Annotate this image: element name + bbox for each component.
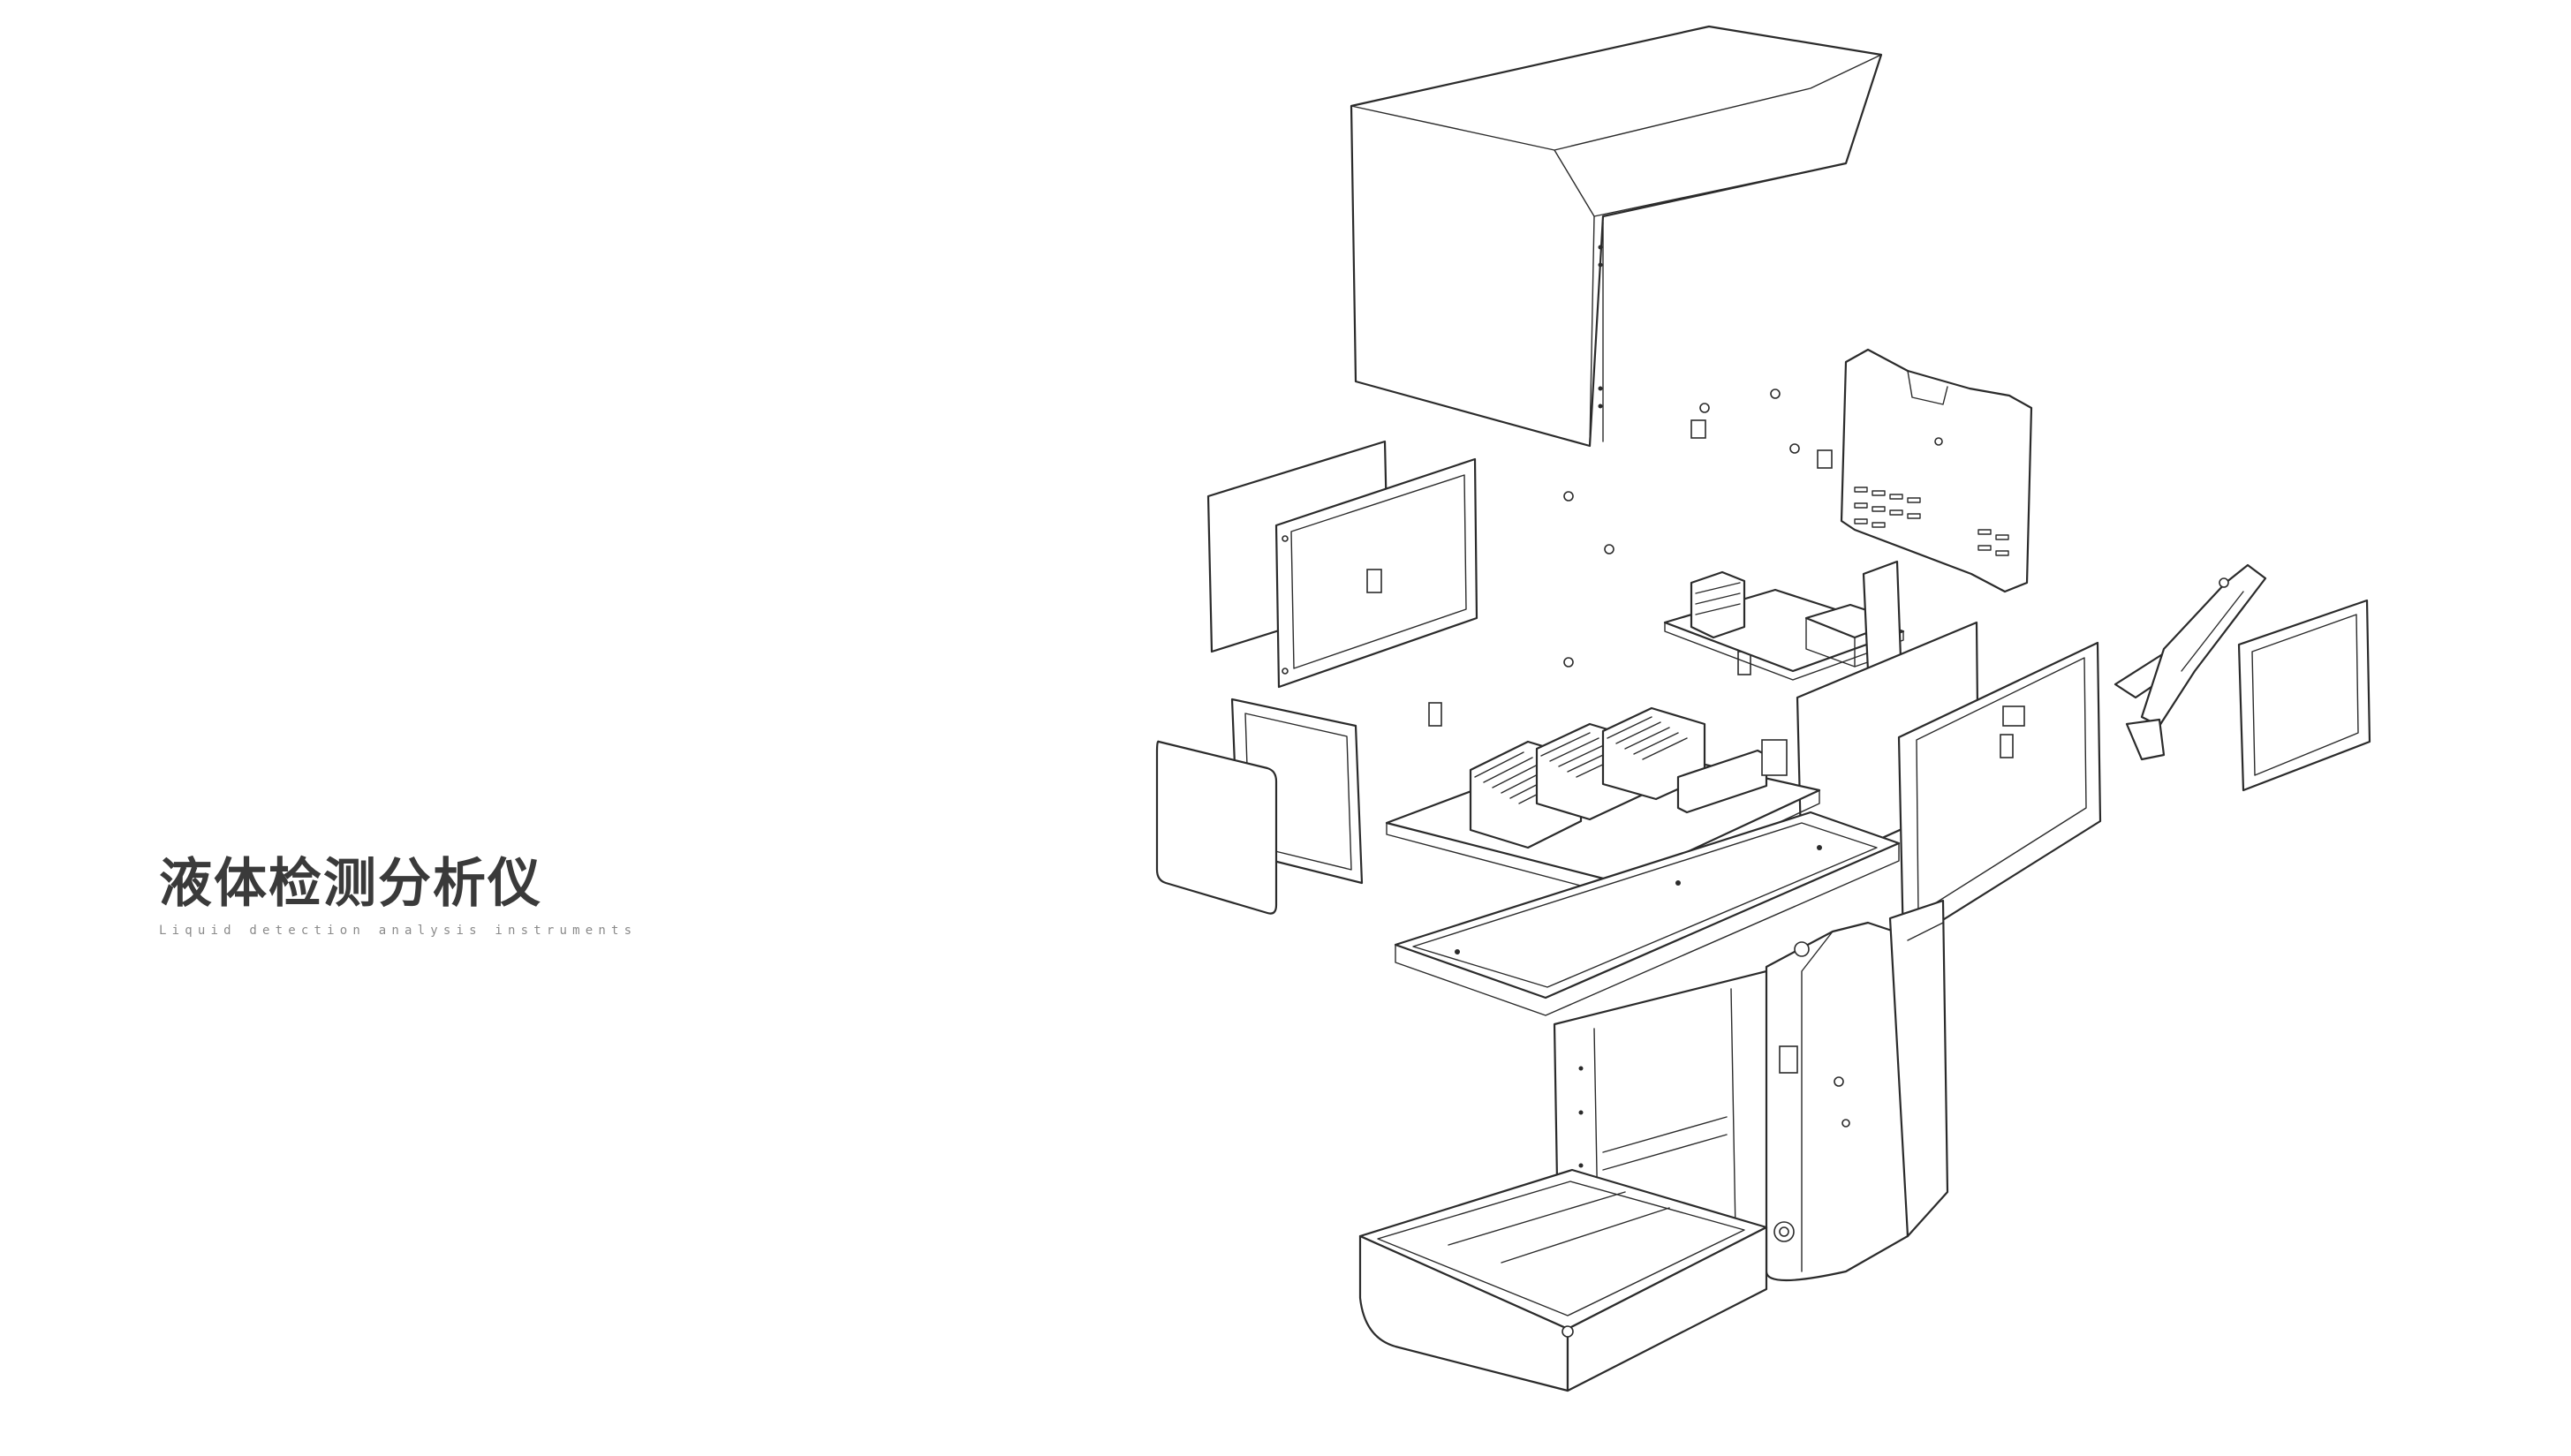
base-plate [1394, 811, 1901, 1016]
upper-electronics-board [1663, 560, 1905, 681]
small-screen-panel [1155, 740, 1278, 915]
mounting-arm [2114, 563, 2267, 761]
left-side-frame [1274, 457, 1478, 689]
floating-fasteners [1428, 389, 1833, 727]
top-cover [1350, 25, 1883, 448]
vent-slots [1854, 487, 2009, 556]
right-side-frame [1897, 641, 2102, 947]
lower-chassis [1358, 899, 1949, 1392]
product-subtitle: Liquid detection analysis instruments [159, 924, 638, 938]
product-title: 液体检测分析仪 [159, 853, 542, 915]
right-screen-frame [2237, 599, 2371, 792]
back-panel [1840, 348, 2033, 593]
main-electronics-plate [1385, 706, 1821, 909]
title-block: 液体检测分析仪 Liquid detection analysis instru… [159, 853, 638, 938]
